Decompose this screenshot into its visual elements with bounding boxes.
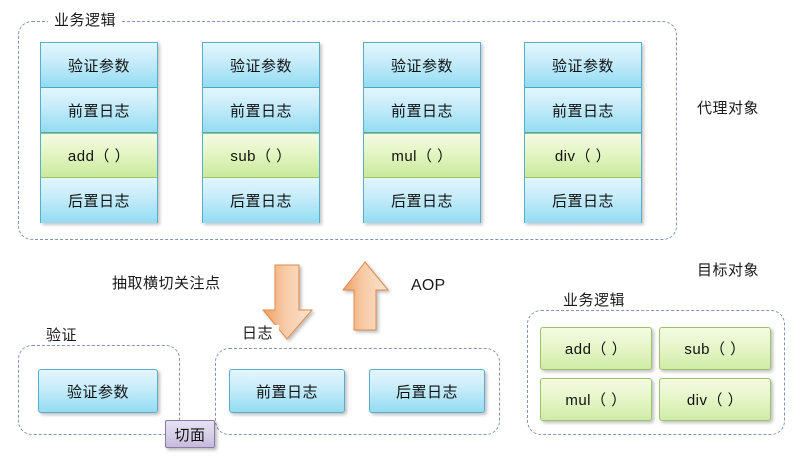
target-business-logic-group-label: 业务逻辑 bbox=[557, 292, 632, 310]
cell-method-mul: mul（ ） bbox=[364, 133, 480, 178]
cell-after-log: 后置日志 bbox=[41, 178, 157, 223]
down-arrow bbox=[262, 264, 314, 340]
target-method-add: add（ ） bbox=[540, 327, 652, 370]
up-arrow bbox=[342, 261, 390, 331]
cell-before-log: 前置日志 bbox=[203, 88, 319, 133]
log-group bbox=[215, 348, 500, 435]
cell-validate-params: 验证参数 bbox=[525, 43, 641, 88]
extract-crosscutting-label: 抽取横切关注点 bbox=[112, 275, 221, 292]
proxy-column-mul: 验证参数 前置日志 mul（ ） 后置日志 bbox=[363, 42, 481, 223]
cell-before-log: 前置日志 bbox=[364, 88, 480, 133]
target-object-label: 目标对象 bbox=[697, 262, 760, 279]
target-method-mul: mul（ ） bbox=[540, 378, 652, 421]
proxy-column-div: 验证参数 前置日志 div（ ） 后置日志 bbox=[524, 42, 642, 223]
proxy-column-sub: 验证参数 前置日志 sub（ ） 后置日志 bbox=[202, 42, 320, 223]
cell-before-log: 前置日志 bbox=[525, 88, 641, 133]
log-group-label: 日志 bbox=[236, 325, 280, 343]
cell-after-log: 后置日志 bbox=[525, 178, 641, 223]
proxy-object-group bbox=[18, 21, 677, 240]
cell-after-log: 后置日志 bbox=[203, 178, 319, 223]
cell-method-add: add（ ） bbox=[41, 133, 157, 178]
aop-label: AOP bbox=[411, 277, 446, 294]
target-business-logic-group bbox=[527, 310, 785, 435]
proxy-object-label: 代理对象 bbox=[697, 100, 760, 117]
proxy-column-add: 验证参数 前置日志 add（ ） 后置日志 bbox=[40, 42, 158, 223]
cell-validate-params: 验证参数 bbox=[41, 43, 157, 88]
target-method-div: div（ ） bbox=[659, 378, 771, 421]
cell-validate-params: 验证参数 bbox=[203, 43, 319, 88]
aspect-box-validate-params: 验证参数 bbox=[38, 369, 158, 413]
cell-before-log: 前置日志 bbox=[41, 88, 157, 133]
validation-group-label: 验证 bbox=[40, 327, 84, 345]
aspect-badge: 切面 bbox=[165, 420, 215, 448]
cell-method-sub: sub（ ） bbox=[203, 133, 319, 178]
proxy-object-group-label: 业务逻辑 bbox=[48, 12, 123, 30]
aspect-box-before-log: 前置日志 bbox=[229, 369, 345, 413]
cell-validate-params: 验证参数 bbox=[364, 43, 480, 88]
validation-group bbox=[18, 345, 180, 435]
aspect-box-after-log: 后置日志 bbox=[369, 369, 485, 413]
cell-method-div: div（ ） bbox=[525, 133, 641, 178]
target-method-sub: sub（ ） bbox=[659, 327, 771, 370]
cell-after-log: 后置日志 bbox=[364, 178, 480, 223]
